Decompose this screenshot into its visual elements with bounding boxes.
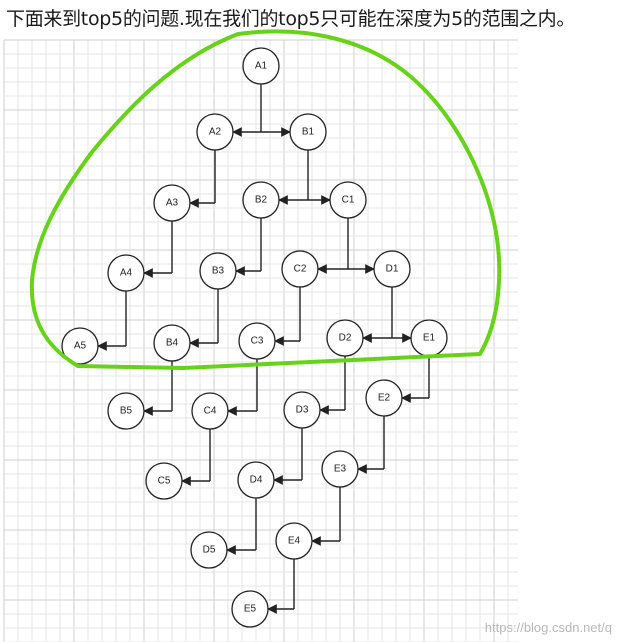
page-heading: 下面来到top5的问题.现在我们的top5只可能在深度为5的范围之内。 (6, 8, 576, 30)
node-label: B1 (302, 127, 315, 138)
node-circle (321, 450, 359, 488)
node-d3: D3 (283, 391, 321, 429)
node-circle (365, 379, 403, 417)
depth-5-highlight-outline (29, 29, 502, 370)
node-label: D1 (386, 264, 399, 275)
watermark-text: https://blog.csdn.net/q (485, 620, 612, 635)
node-circle (237, 461, 275, 499)
node-c5: C5 (145, 462, 183, 500)
node-e2: E2 (365, 379, 403, 417)
node-label: E1 (423, 333, 436, 344)
node-label: B4 (166, 338, 179, 349)
edge-group (97, 84, 430, 614)
node-b4: B4 (153, 324, 191, 362)
node-c4: C4 (191, 392, 229, 430)
node-label: E3 (334, 464, 347, 475)
node-label: A3 (166, 198, 179, 209)
node-circle (190, 531, 228, 569)
node-circle (196, 113, 234, 151)
node-circle (326, 319, 364, 357)
node-e1: E1 (410, 319, 448, 357)
node-label: E4 (288, 536, 301, 547)
node-b5: B5 (107, 392, 145, 430)
node-c3: C3 (238, 322, 276, 360)
node-label: C2 (294, 264, 307, 275)
node-circle (238, 322, 276, 360)
node-circle (242, 47, 280, 85)
node-label: A2 (209, 127, 222, 138)
node-a2: A2 (196, 113, 234, 151)
node-label: D4 (250, 475, 263, 486)
node-c2: C2 (281, 250, 319, 288)
node-label: A4 (120, 268, 133, 279)
node-b2: B2 (242, 181, 280, 219)
node-b1: B1 (289, 113, 327, 151)
node-circle (283, 391, 321, 429)
node-label: C4 (204, 406, 217, 417)
node-b3: B3 (199, 252, 237, 290)
node-e4: E4 (275, 522, 313, 560)
node-d2: D2 (326, 319, 364, 357)
node-d5: D5 (190, 531, 228, 569)
node-circle (107, 254, 145, 292)
node-circle (61, 327, 99, 365)
node-circle (199, 252, 237, 290)
node-e3: E3 (321, 450, 359, 488)
node-c1: C1 (329, 181, 367, 219)
node-circle (373, 250, 411, 288)
node-a1: A1 (242, 47, 280, 85)
node-label: E5 (244, 604, 257, 615)
node-circle (191, 392, 229, 430)
node-label: B3 (212, 266, 225, 277)
node-label: C5 (158, 476, 171, 487)
node-label: D2 (339, 333, 352, 344)
node-a3: A3 (153, 184, 191, 222)
node-circle (107, 392, 145, 430)
node-label: A5 (74, 341, 87, 352)
node-label: D3 (296, 405, 309, 416)
node-circle (275, 522, 313, 560)
node-circle (281, 250, 319, 288)
node-circle (329, 181, 367, 219)
node-label: A1 (255, 61, 268, 72)
node-label: E2 (378, 393, 391, 404)
node-a5: A5 (61, 327, 99, 365)
node-label: B5 (120, 406, 133, 417)
node-label: C3 (251, 336, 264, 347)
node-label: C1 (342, 195, 355, 206)
node-a4: A4 (107, 254, 145, 292)
node-d4: D4 (237, 461, 275, 499)
node-circle (289, 113, 327, 151)
node-label: D5 (203, 545, 216, 556)
node-d1: D1 (373, 250, 411, 288)
node-circle (145, 462, 183, 500)
node-circle (242, 181, 280, 219)
node-e5: E5 (231, 590, 269, 628)
node-label: B2 (255, 195, 268, 206)
node-circle (153, 324, 191, 362)
node-circle (153, 184, 191, 222)
node-circle (231, 590, 269, 628)
